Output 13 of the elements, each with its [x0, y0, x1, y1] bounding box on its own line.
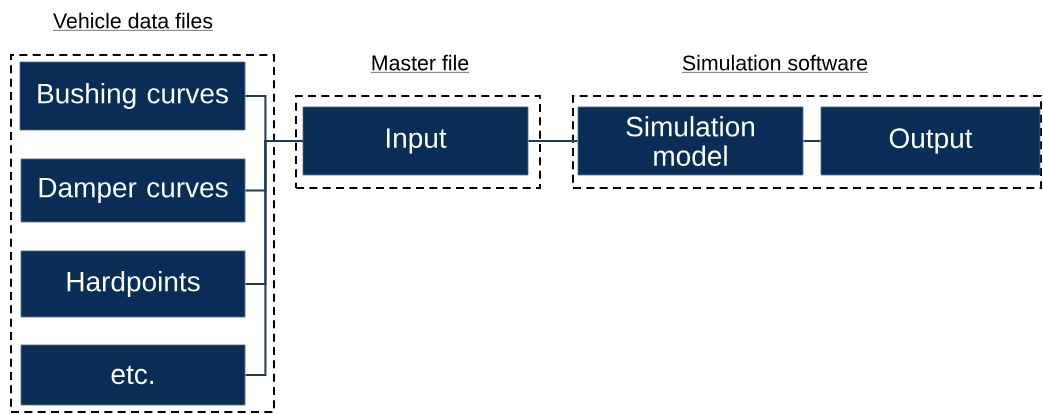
group-heading: Simulation software [681, 54, 869, 73]
process-box: etc. [20, 344, 246, 406]
process-box: Output [820, 106, 1041, 176]
connector-line [527, 140, 579, 142]
connector-line [244, 140, 304, 376]
process-box: Damper curves [20, 158, 246, 223]
process-box: Bushing curves [19, 61, 246, 131]
group-heading: Vehicle data files [52, 12, 214, 31]
process-box: Hardpoints [20, 250, 246, 318]
process-box: Simulation model [577, 106, 804, 176]
group-heading: Master file [370, 54, 470, 73]
process-box: Input [302, 106, 529, 176]
connector-line [802, 140, 822, 142]
